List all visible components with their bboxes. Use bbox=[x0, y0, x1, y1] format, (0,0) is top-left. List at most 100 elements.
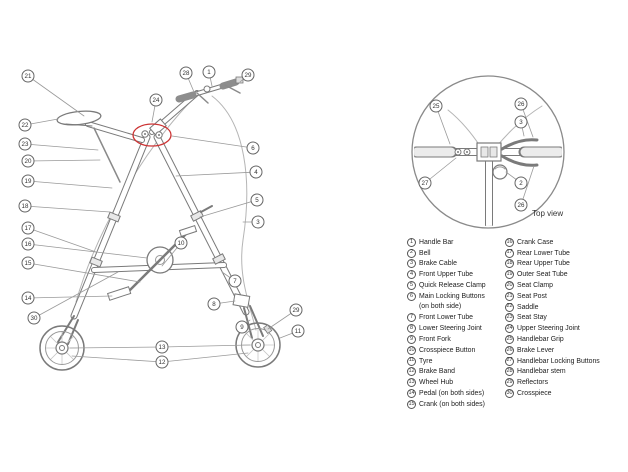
svg-text:29: 29 bbox=[293, 307, 300, 314]
legend-item-label: Seat Post bbox=[517, 292, 547, 300]
inset-brake-lever-lower bbox=[500, 154, 539, 167]
top-view-caption: Top view bbox=[532, 209, 564, 218]
svg-text:14: 14 bbox=[25, 295, 32, 302]
svg-text:15: 15 bbox=[25, 260, 32, 267]
callout-3: 3 bbox=[514, 115, 528, 129]
legend-item-number: 29 bbox=[505, 378, 514, 388]
svg-text:29: 29 bbox=[245, 72, 252, 79]
svg-text:17: 17 bbox=[25, 225, 32, 232]
legend-item-number: 1 bbox=[407, 237, 416, 247]
inset-locking-buttons bbox=[454, 148, 471, 156]
legend-item-number: 4 bbox=[407, 270, 416, 280]
brake-lever-left bbox=[196, 92, 209, 104]
callout-22: 22 bbox=[18, 118, 32, 132]
svg-text:20: 20 bbox=[25, 158, 32, 165]
legend-item-number: 9 bbox=[407, 335, 416, 345]
svg-text:30: 30 bbox=[31, 315, 38, 322]
callout-16: 16 bbox=[21, 237, 35, 251]
callout-14: 14 bbox=[21, 291, 35, 305]
legend-item-label: Front Lower Tube bbox=[419, 314, 474, 322]
legend-item-label: Lower Steering Joint bbox=[419, 325, 482, 333]
callout-27: 27 bbox=[418, 176, 432, 190]
svg-text:4: 4 bbox=[254, 169, 258, 176]
callout-25: 25 bbox=[429, 99, 443, 113]
legend-item-label: Outer Seat Tube bbox=[517, 271, 568, 279]
legend-item-label: Brake Band bbox=[419, 368, 456, 376]
callout-18: 18 bbox=[18, 199, 32, 213]
svg-text:5: 5 bbox=[255, 197, 259, 204]
svg-text:7: 7 bbox=[233, 278, 237, 285]
callout-30: 30 bbox=[27, 311, 41, 325]
legend-item-label: Quick Release Clamp bbox=[419, 282, 486, 290]
svg-text:6: 6 bbox=[251, 145, 255, 152]
svg-text:3: 3 bbox=[256, 219, 260, 226]
svg-text:24: 24 bbox=[153, 97, 160, 104]
callout-6: 6 bbox=[246, 141, 260, 155]
callout-8: 8 bbox=[207, 297, 221, 311]
svg-text:10: 10 bbox=[178, 240, 185, 247]
svg-text:22: 22 bbox=[22, 122, 29, 129]
callout-9: 9 bbox=[235, 320, 249, 334]
legend-item-label: Tyre bbox=[419, 357, 433, 365]
handlebar bbox=[175, 76, 244, 104]
legend-item-label: Pedal (on both sides) bbox=[419, 390, 485, 398]
legend-item-number: 18 bbox=[505, 259, 514, 269]
pedal-right bbox=[178, 225, 198, 237]
brake-lever-right bbox=[224, 84, 241, 94]
legend-item-label: Wheel Hub bbox=[419, 379, 454, 387]
callout-17: 17 bbox=[21, 221, 35, 235]
legend-item-label: Bell bbox=[419, 249, 431, 257]
callout-5: 5 bbox=[250, 193, 264, 207]
legend-item-number: 27 bbox=[505, 356, 514, 366]
legend-item-number: 16 bbox=[505, 237, 514, 247]
callout-26: 26 bbox=[514, 198, 528, 212]
legend-item-number: 12 bbox=[407, 367, 416, 377]
legend-item-number: 2 bbox=[407, 248, 416, 258]
callout-4: 4 bbox=[249, 165, 263, 179]
callout-2: 2 bbox=[514, 176, 528, 190]
legend-item-label: Crosspiece bbox=[517, 390, 552, 398]
callout-13: 13 bbox=[155, 340, 169, 354]
legend-item-label: Rear Lower Tube bbox=[517, 249, 570, 257]
inset-bell bbox=[492, 164, 508, 180]
bell bbox=[203, 85, 211, 93]
legend-item-label: Front Upper Tube bbox=[419, 271, 474, 279]
legend-item-number: 5 bbox=[407, 281, 416, 291]
handlebar-grip-left bbox=[175, 91, 197, 103]
legend-item-label: Upper Steering Joint bbox=[517, 325, 580, 333]
legend-item-number: 10 bbox=[407, 345, 416, 355]
legend-item-label: Handle Bar bbox=[419, 238, 454, 246]
callout-23: 23 bbox=[18, 137, 32, 151]
svg-text:13: 13 bbox=[159, 344, 166, 351]
svg-text:27: 27 bbox=[422, 180, 429, 187]
svg-text:25: 25 bbox=[433, 103, 440, 110]
callout-3: 3 bbox=[251, 215, 265, 229]
handlebar-reflector bbox=[235, 76, 244, 84]
legend-item-label: Seat Clamp bbox=[517, 282, 554, 290]
legend-item-number: 3 bbox=[407, 259, 416, 269]
